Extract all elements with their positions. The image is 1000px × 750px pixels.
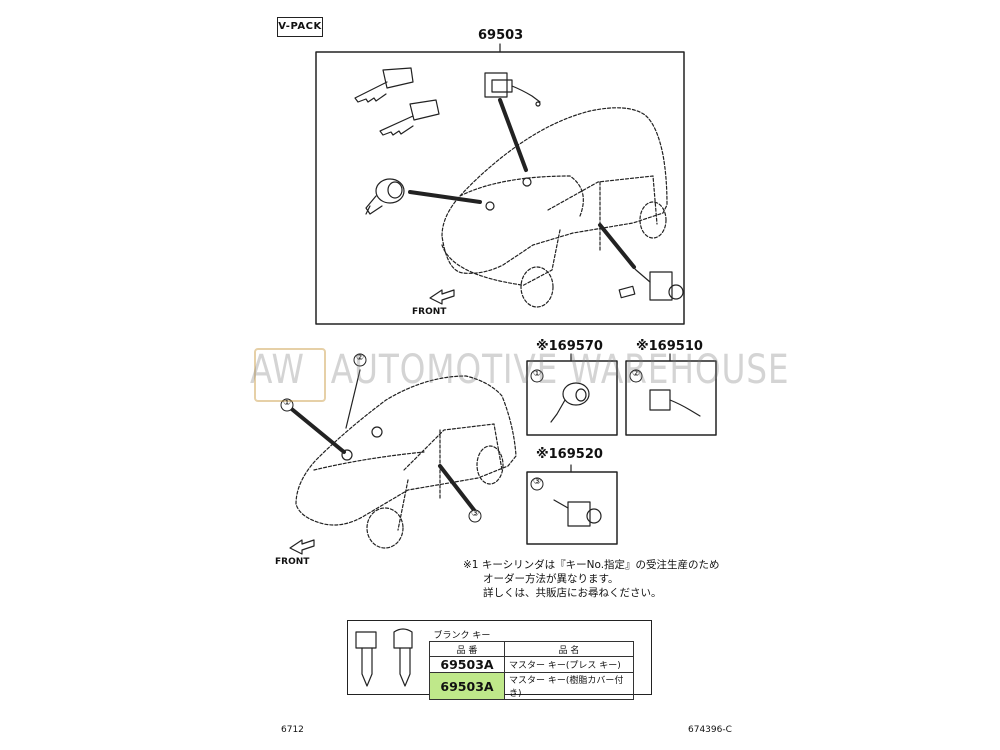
part-number-69520[interactable]: ※169520 xyxy=(536,447,603,462)
watermark-text: AUTOMOTIVE WAREHOUSE xyxy=(330,347,790,393)
key-icon-2 xyxy=(379,99,440,136)
part-69570-icon xyxy=(550,382,590,423)
watermark: AW AUTOMOTIVE WAREHOUSE xyxy=(250,347,789,393)
kit-box-69510 xyxy=(625,360,717,436)
front-label-bottom: FRONT xyxy=(275,557,310,567)
front-label-top: FRONT xyxy=(412,307,447,317)
part-number-69570[interactable]: ※169570 xyxy=(536,339,603,354)
part-name: マスター キー(プレス キー) xyxy=(504,656,634,673)
vpack-tag: V-PACK xyxy=(277,17,323,37)
note-line-1: ※1 キーシリンダは『キーNo.指定』の受注生産のため xyxy=(463,559,720,571)
blank-key-press-icon xyxy=(355,631,377,687)
note-line-3: 詳しくは、共販店にお尋ねください。 xyxy=(483,587,662,599)
front-arrow-top xyxy=(429,289,455,305)
ignition-cylinder xyxy=(365,178,405,215)
footer-left-code: 6712 xyxy=(281,725,304,735)
note-line-2: オーダー方法が異なります。 xyxy=(483,573,619,585)
part-69520-icon xyxy=(553,499,602,527)
part-name: マスター キー(樹脂カバー付き) xyxy=(504,672,634,700)
callout-1-box: ① xyxy=(532,369,542,379)
callout-3: ③ xyxy=(470,509,480,519)
kit-box-69570 xyxy=(526,360,618,436)
footer-right-code: 674396-C xyxy=(688,725,732,735)
blank-key-table: ブランク キー 品 番 品 名 69503A マスター キー(プレス キー) 6… xyxy=(347,620,652,700)
front-arrow-bottom xyxy=(289,539,315,555)
door-cylinder-right xyxy=(618,265,684,301)
kit-box-69520 xyxy=(526,471,618,545)
lock-cylinder-top xyxy=(484,72,541,107)
watermark-logo-box xyxy=(254,348,326,402)
table-header-part: 品 番 xyxy=(429,641,505,657)
blank-key-resin-icon xyxy=(393,628,413,687)
part-number-69510[interactable]: ※169510 xyxy=(636,339,703,354)
kit-box-69503 xyxy=(315,51,685,325)
table-row[interactable]: 69503A マスター キー(樹脂カバー付き) xyxy=(429,672,634,700)
part-number-69503[interactable]: 69503 xyxy=(478,28,524,43)
table-row[interactable]: 69503A マスター キー(プレス キー) xyxy=(429,656,634,673)
watermark-logo: AW xyxy=(250,347,305,393)
car-outline-top xyxy=(441,107,668,308)
part-number-69503a-resin[interactable]: 69503A xyxy=(429,672,505,700)
callout-2: ② xyxy=(355,353,365,363)
part-number-69503a-press[interactable]: 69503A xyxy=(429,656,505,673)
key-icon-1 xyxy=(354,67,414,103)
car-outline-bottom xyxy=(295,375,517,549)
table-title: ブランク キー xyxy=(429,627,634,642)
callout-2-box: ② xyxy=(631,369,641,379)
callout-1: ① xyxy=(282,398,292,408)
callout-3-box: ③ xyxy=(532,477,542,487)
part-69510-icon xyxy=(649,389,701,417)
table-header-name: 品 名 xyxy=(504,641,634,657)
